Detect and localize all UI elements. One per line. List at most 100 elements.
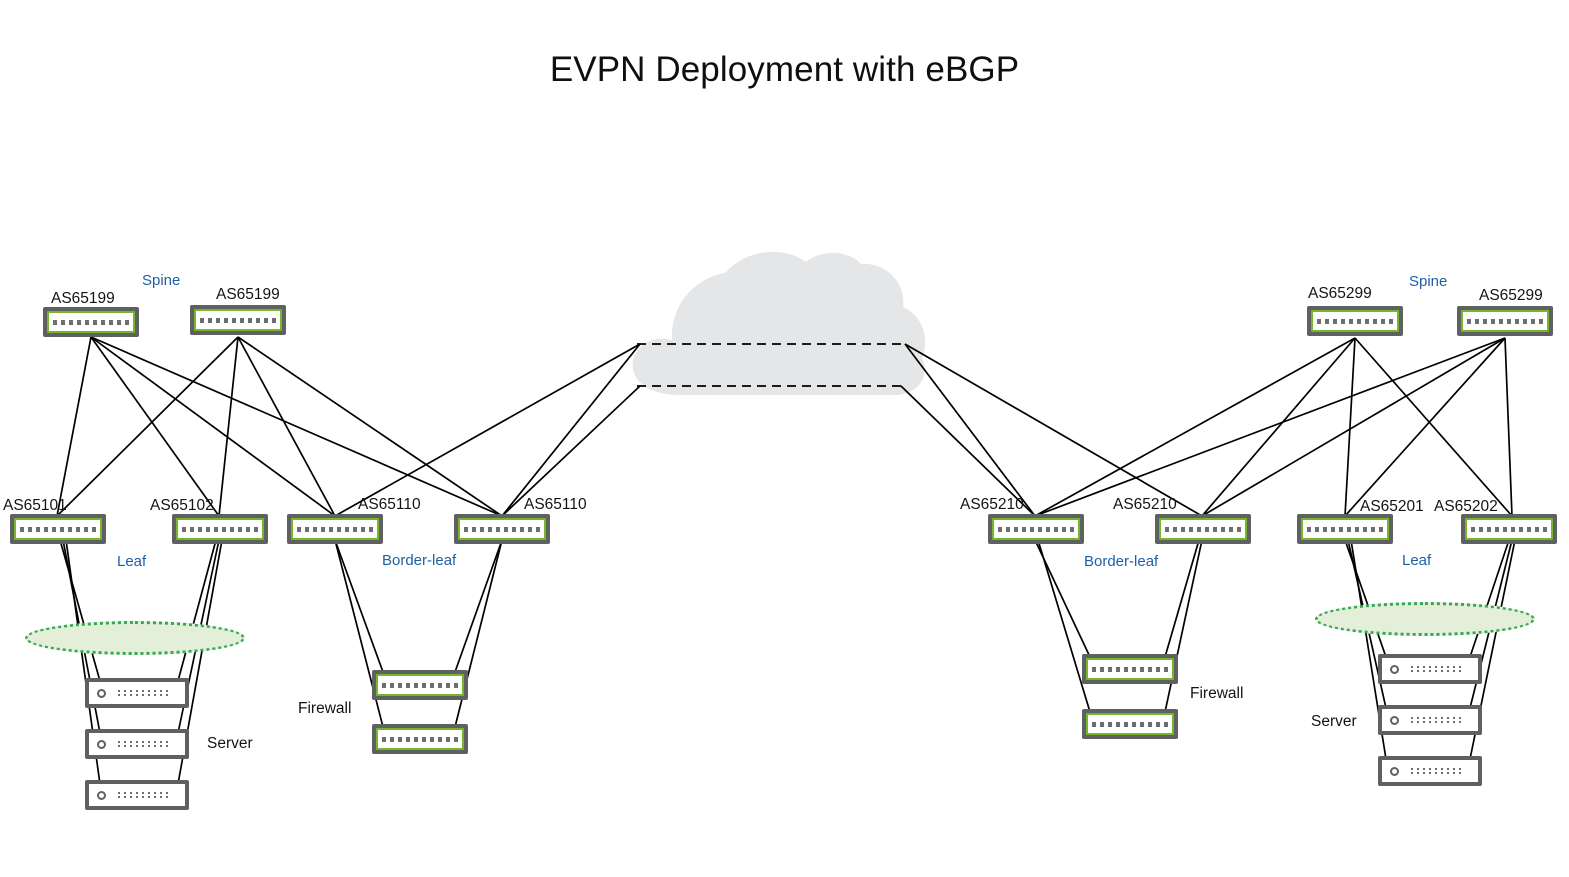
left-spine-2-as-label: AS65199 (216, 286, 280, 303)
switch-icon (988, 514, 1084, 544)
link-left-spine2-bleaf1 (237, 336, 336, 517)
link-wan-rbleaf1 (904, 343, 1036, 517)
right-border-leaf-role-label: Border-leaf (1084, 553, 1159, 570)
switch-icon (1307, 306, 1403, 336)
link-left-leaf2-srv1 (177, 539, 217, 682)
left-leaf-1-switch[interactable] (10, 514, 106, 544)
link-left-leaf1-srv1 (59, 539, 101, 682)
server-icon (1378, 705, 1482, 735)
right-spine-2-switch[interactable] (1457, 306, 1553, 336)
right-firewall-label: Firewall (1190, 685, 1244, 702)
firewall-icon (1082, 709, 1178, 739)
switch-icon (1457, 306, 1553, 336)
right-firewall-2[interactable] (1082, 709, 1178, 739)
right-spine-1-switch[interactable] (1307, 306, 1403, 336)
link-right-spine2-leaf1 (1344, 337, 1506, 517)
link-left-spine1-bleaf1 (90, 336, 336, 517)
left-leaf-role-label: Leaf (117, 553, 147, 570)
right-server-label: Server (1311, 713, 1357, 730)
firewall-icon (1082, 654, 1178, 684)
link-left-bleaf2-fw1 (454, 539, 503, 673)
right-leaf-2-switch[interactable] (1461, 514, 1557, 544)
firewall-icon (372, 670, 468, 700)
left-spine-1-as-label: AS65199 (51, 290, 115, 307)
right-border-leaf-2-as-label: AS65210 (1113, 496, 1177, 513)
right-border-leaf-1-as-label: AS65210 (960, 496, 1024, 513)
server-icon (85, 729, 189, 759)
left-spine-1-switch[interactable] (43, 307, 139, 337)
switch-icon (1461, 514, 1557, 544)
left-border-leaf-2-as-label: AS65110 (524, 496, 587, 513)
right-leaf-1-as-label: AS65201 (1360, 498, 1424, 515)
left-border-leaf-1-switch[interactable] (287, 514, 383, 544)
link-right-spine2-leaf2 (1504, 337, 1513, 517)
switch-icon (454, 514, 550, 544)
link-left-spine2-bleaf2 (237, 336, 503, 517)
left-server-3[interactable] (85, 780, 189, 810)
left-leaf-1-as-label: AS65101 (3, 497, 67, 514)
link-right-spine1-leaf2 (1354, 337, 1513, 517)
left-border-leaf-1-as-label: AS65110 (358, 496, 421, 513)
left-server-label: Server (207, 735, 253, 752)
right-spine-2-as-label: AS65299 (1479, 287, 1543, 304)
left-leaf-2-as-label: AS65102 (150, 497, 214, 514)
server-icon (85, 678, 189, 708)
link-right-leaf2-srv1 (1469, 539, 1510, 658)
right-leaf-2-as-label: AS65202 (1434, 498, 1498, 515)
right-server-1[interactable] (1378, 654, 1482, 684)
link-wan-rbleaf1-2 (900, 385, 1036, 517)
link-left-bleaf1-fw1 (334, 539, 384, 673)
switch-icon (1155, 514, 1251, 544)
link-left-bleaf1-wan (334, 343, 641, 517)
left-spine-2-switch[interactable] (190, 305, 286, 335)
server-icon (1378, 654, 1482, 684)
switch-icon (43, 307, 139, 337)
right-firewall-1[interactable] (1082, 654, 1178, 684)
switch-icon (10, 514, 106, 544)
left-server-1[interactable] (85, 678, 189, 708)
right-subnet-ellipse (1315, 602, 1535, 636)
cloud-icon (632, 251, 926, 395)
right-server-3[interactable] (1378, 756, 1482, 786)
link-right-bleaf2-fw1 (1164, 539, 1200, 658)
left-leaf-2-switch[interactable] (172, 514, 268, 544)
left-server-2[interactable] (85, 729, 189, 759)
link-right-spine2-bleaf1 (1034, 337, 1506, 517)
right-border-leaf-1-switch[interactable] (988, 514, 1084, 544)
link-left-spine1-leaf2 (90, 336, 220, 517)
link-right-spine2-bleaf2 (1201, 337, 1506, 517)
right-spine-1-as-label: AS65299 (1308, 285, 1372, 302)
left-border-leaf-2-switch[interactable] (454, 514, 550, 544)
left-subnet-ellipse (25, 621, 245, 655)
left-spine-role-label: Spine (142, 272, 181, 289)
server-icon (85, 780, 189, 810)
link-right-spine1-leaf1 (1344, 337, 1356, 517)
switch-icon (1297, 514, 1393, 544)
link-right-spine1-bleaf1 (1034, 337, 1356, 517)
link-right-spine1-bleaf2 (1201, 337, 1356, 517)
right-border-leaf-2-switch[interactable] (1155, 514, 1251, 544)
right-server-2[interactable] (1378, 705, 1482, 735)
link-left-bleaf2-wan-2 (501, 385, 641, 517)
link-right-bleaf1-fw2 (1037, 539, 1091, 713)
left-border-leaf-role-label: Border-leaf (382, 552, 457, 569)
server-icon (1378, 756, 1482, 786)
right-leaf-role-label: Leaf (1402, 552, 1432, 569)
right-spine-role-label: Spine (1409, 273, 1448, 290)
link-left-bleaf2-wan (501, 343, 641, 517)
left-firewall-2[interactable] (372, 724, 468, 754)
right-leaf-1-switch[interactable] (1297, 514, 1393, 544)
link-left-spine1-bleaf2 (90, 336, 503, 517)
switch-icon (190, 305, 286, 335)
link-wan-rbleaf2 (904, 343, 1203, 517)
left-firewall-1[interactable] (372, 670, 468, 700)
link-left-spine2-leaf1 (56, 336, 239, 517)
link-left-spine1-leaf1 (56, 336, 92, 517)
left-firewall-label: Firewall (298, 700, 352, 717)
switch-icon (287, 514, 383, 544)
switch-icon (172, 514, 268, 544)
link-left-spine2-leaf2 (218, 336, 239, 517)
firewall-icon (372, 724, 468, 754)
page-title: EVPN Deployment with eBGP (549, 50, 1020, 89)
